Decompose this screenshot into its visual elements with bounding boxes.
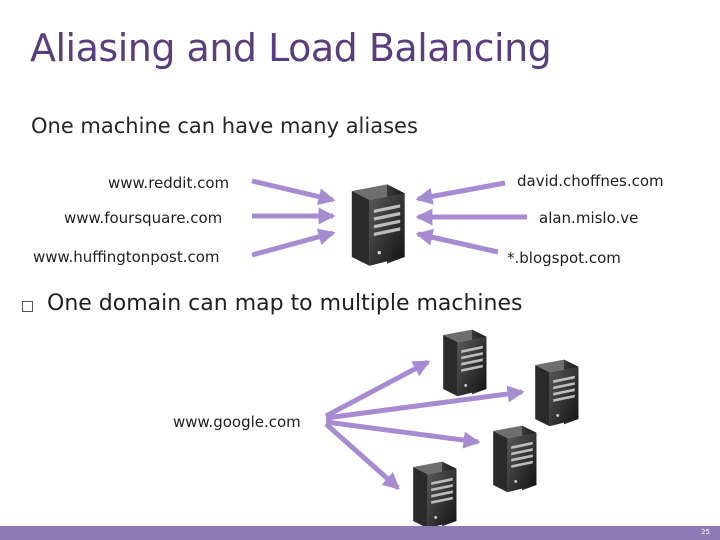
arrow-to-server-3: [325, 419, 481, 449]
alias-label-reddit: www.reddit.com: [108, 174, 230, 192]
footer-bar: [0, 526, 720, 540]
alias-label-huffingtonpost: www.huffingtonpost.com: [33, 248, 220, 266]
slide-number: 25: [701, 528, 710, 536]
server-tower-icon: [443, 329, 487, 397]
arrow-blogspot: [415, 228, 499, 255]
arrow-to-server-2: [325, 385, 525, 421]
server-tower-icon: [535, 359, 579, 427]
bullet-square-icon: [22, 301, 33, 312]
alias-label-mislove: alan.mislo.ve: [539, 209, 639, 227]
server-tower-icon: [493, 425, 537, 493]
load-balance-arrows: [324, 359, 525, 490]
server-tower-icon: [351, 184, 405, 266]
alias-label-blogspot: *.blogspot.com: [507, 249, 621, 267]
alias-label-foursquare: www.foursquare.com: [64, 209, 223, 227]
slide-title: Aliasing and Load Balancing: [30, 26, 552, 70]
arrow-huffingtonpost: [251, 228, 336, 258]
bullet-text: One domain can map to multiple machines: [47, 291, 523, 316]
arrow-to-server-1: [324, 359, 431, 419]
slide-subtitle: One machine can have many aliases: [31, 114, 418, 138]
arrow-to-server-4: [324, 422, 400, 490]
arrow-choffnes: [415, 180, 506, 205]
arrow-reddit: [251, 178, 336, 205]
domain-label-google: www.google.com: [173, 413, 301, 431]
alias-arrows: [251, 178, 527, 258]
alias-label-choffnes: david.choffnes.com: [517, 172, 664, 190]
server-tower-icon: [413, 461, 457, 529]
